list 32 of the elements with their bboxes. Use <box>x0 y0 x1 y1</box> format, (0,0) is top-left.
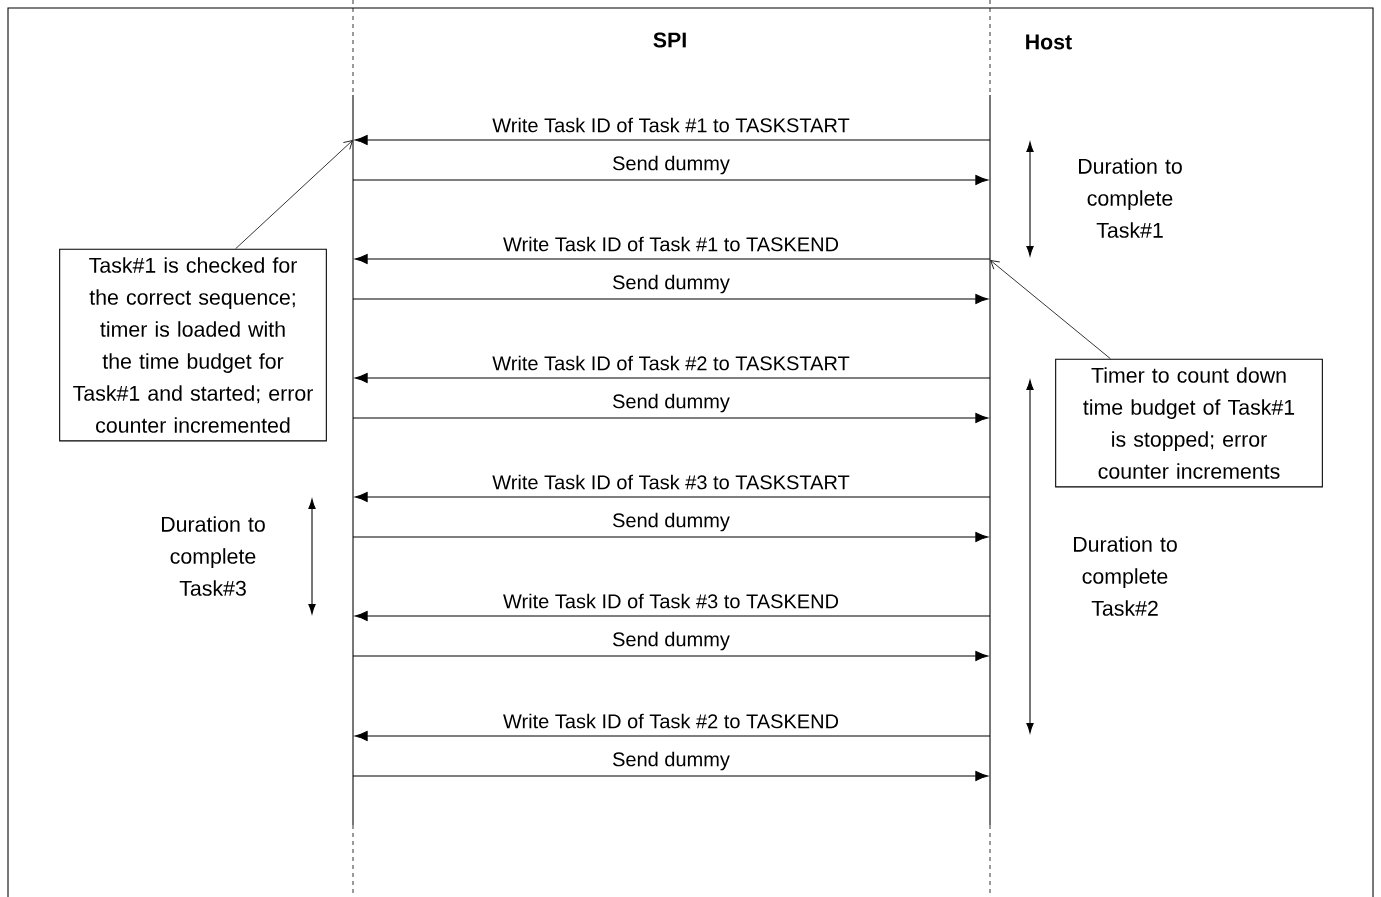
note-box: Timer to count down time budget of Task#1 is stopped; error counter increments <box>1055 358 1323 488</box>
edge-label: Write Task ID of Task #2 to TASKEND <box>502 713 840 729</box>
message-arrow <box>352 532 989 542</box>
message-arrow <box>352 413 989 423</box>
edge-label: Send dummy <box>611 393 731 413</box>
message-arrow <box>354 492 991 502</box>
edge-label: Write Task ID of Task #2 to TASKSTART <box>491 355 851 371</box>
edge-label: Send dummy <box>611 631 731 651</box>
edge-label: Send dummy <box>611 155 731 175</box>
message-arrow <box>352 294 989 304</box>
leader-line <box>235 140 353 250</box>
message-arrow <box>354 373 991 383</box>
message-arrow <box>352 771 989 781</box>
duration-label: Duration to complete Task#2 <box>1074 536 1177 616</box>
column-heading: SPI <box>653 32 686 48</box>
edge-label: Send dummy <box>611 751 731 771</box>
message-arrow <box>354 135 991 145</box>
lifeline-heading: Host <box>1026 34 1072 50</box>
edge-label: Send dummy <box>611 512 731 532</box>
edge-label: Write Task ID of Task #3 to TASKEND <box>502 593 840 609</box>
message-arrow <box>354 611 991 621</box>
message-arrow <box>352 651 989 661</box>
leader-line <box>990 260 1111 360</box>
message-arrow <box>354 731 991 741</box>
edge-label: Write Task ID of Task #1 to TASKSTART <box>491 117 851 133</box>
edge-label: Write Task ID of Task #3 to TASKSTART <box>491 474 851 490</box>
duration-label: Duration to complete Task#3 <box>162 516 265 596</box>
message-arrow <box>352 175 989 185</box>
edge-label: Send dummy <box>611 274 731 294</box>
edge-label: Write Task ID of Task #1 to TASKEND <box>502 236 840 252</box>
note-box: Task#1 is checked for the correct sequence; timer is loaded with the time budget for Task#1 and started; error counter incremented <box>59 248 327 442</box>
message-arrow <box>354 254 991 264</box>
